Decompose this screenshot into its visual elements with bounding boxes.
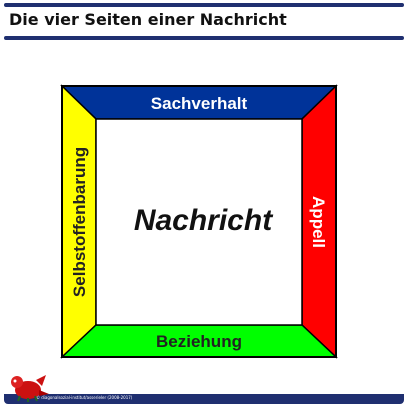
top-label: Sachverhalt: [151, 94, 248, 113]
copyright-credit: © diagonalsozial-institut/asserieler (20…: [36, 395, 133, 400]
red-dragon-logo-icon: [11, 375, 49, 402]
footer-bar: [4, 394, 404, 404]
right-label: Appell: [309, 196, 328, 248]
center-square: [95, 118, 303, 326]
header-bottom-rule: [4, 36, 404, 40]
center-label: Nachricht: [134, 204, 274, 237]
header-top-rule: [4, 3, 404, 7]
bottom-label: Beziehung: [156, 332, 242, 351]
page-title: Die vier Seiten einer Nachricht: [9, 10, 287, 29]
left-label: Selbstoffenbarung: [70, 147, 89, 297]
outer-border: [61, 85, 337, 358]
